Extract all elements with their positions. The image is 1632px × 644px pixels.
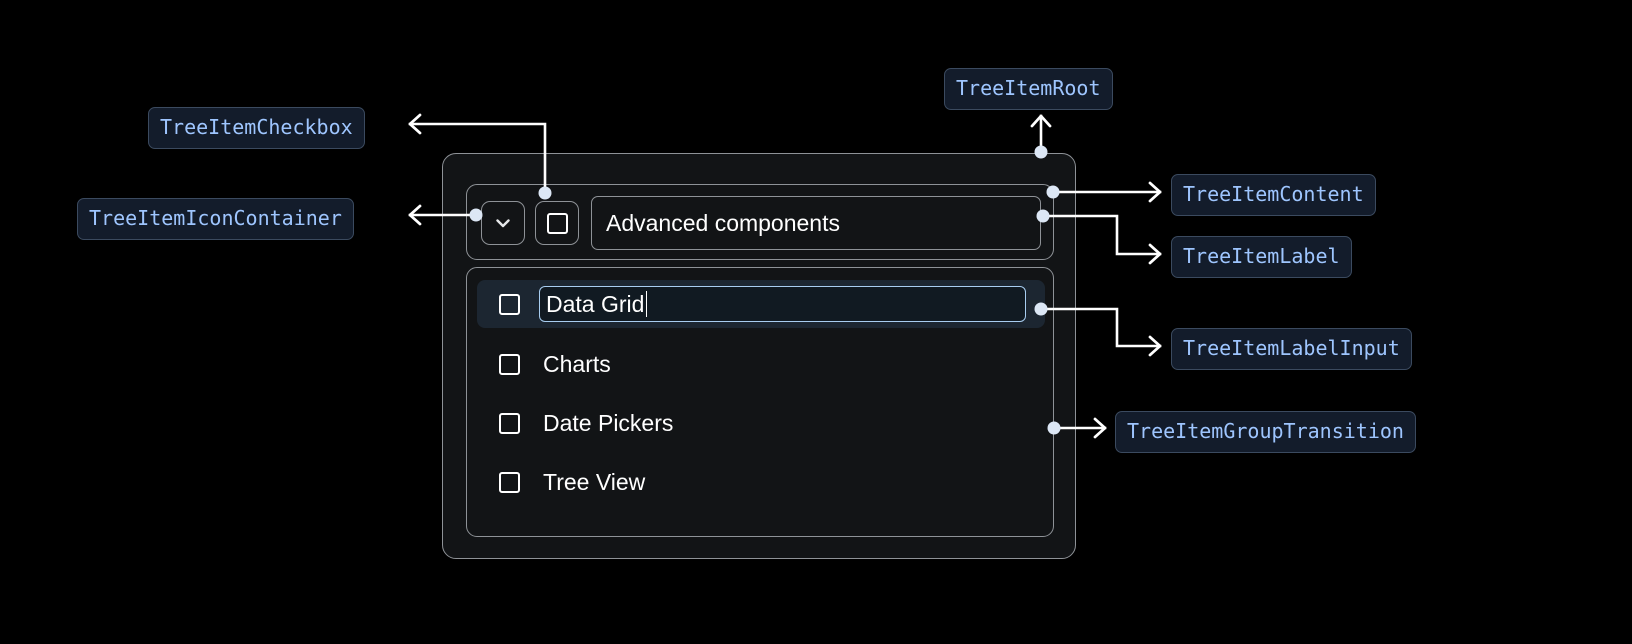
annotation-chip-tree-item-content: TreeItemContent (1171, 174, 1376, 216)
checkbox-unchecked-icon[interactable] (499, 471, 520, 493)
annotation-chip-tree-item-root: TreeItemRoot (944, 68, 1113, 110)
chevron-down-icon (496, 219, 510, 228)
checkbox-unchecked-icon[interactable] (499, 353, 520, 375)
tree-item-label-text: Advanced components (606, 209, 840, 236)
tree-item-child-row-date-pickers[interactable]: Date Pickers (477, 399, 1045, 447)
tree-item-root[interactable]: Advanced components Data Grid Charts Dat… (442, 153, 1076, 559)
annotation-chip-tree-item-label-input: TreeItemLabelInput (1171, 328, 1412, 370)
checkbox-unchecked-icon (546, 212, 568, 234)
annotation-chip-tree-item-checkbox: TreeItemCheckbox (148, 107, 365, 149)
tree-item-child-label: Date Pickers (543, 409, 674, 436)
annotation-chip-tree-item-icon-container: TreeItemIconContainer (77, 198, 354, 240)
tree-item-icon-container[interactable] (481, 201, 525, 245)
tree-item-group-transition: Data Grid Charts Date Pickers Tree View (466, 267, 1054, 537)
tree-item-label-input[interactable]: Data Grid (539, 286, 1026, 322)
label-input-value: Data Grid (546, 290, 645, 317)
tree-item-checkbox[interactable] (535, 201, 579, 245)
checkbox-unchecked-icon[interactable] (499, 293, 520, 315)
tree-item-content[interactable]: Advanced components (466, 184, 1054, 260)
tree-item-child-row-tree-view[interactable]: Tree View (477, 458, 1045, 506)
checkbox-unchecked-icon[interactable] (499, 412, 520, 434)
tree-item-label[interactable]: Advanced components (591, 196, 1041, 250)
annotation-chip-tree-item-group-transition: TreeItemGroupTransition (1115, 411, 1416, 453)
annotation-chip-tree-item-label: TreeItemLabel (1171, 236, 1352, 278)
tree-item-child-row-charts[interactable]: Charts (477, 340, 1045, 388)
tree-item-child-label: Charts (543, 350, 611, 377)
text-caret (646, 291, 648, 317)
tree-item-child-row-data-grid[interactable]: Data Grid (477, 280, 1045, 328)
tree-item-child-label: Tree View (543, 468, 646, 495)
